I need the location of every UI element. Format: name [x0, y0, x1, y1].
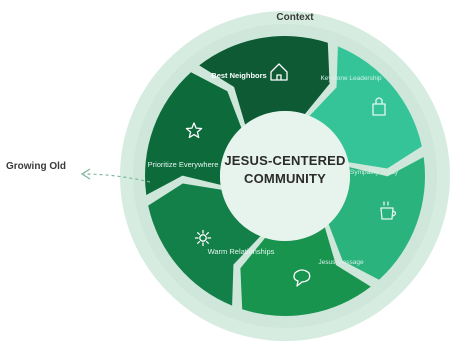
segment-label-sympathy-today: Sympathy Today — [350, 169, 398, 176]
chat-bubble-icon — [293, 269, 311, 287]
segment-label-best-neighbors: Best Neighbors — [211, 71, 267, 80]
center-circle — [220, 111, 350, 241]
home-icon — [270, 63, 288, 81]
ring-segment-keystone-leadership — [309, 46, 422, 169]
segment-label-keystone-leadership: Keystone Leadership — [320, 75, 382, 82]
segment-label-prioritize-everywhere: Prioritize Everywhere — [147, 160, 219, 169]
context-label: Context — [276, 12, 314, 23]
sun-icon — [199, 234, 207, 242]
segment-label-warm-relationships: Warm Relationships — [207, 247, 275, 256]
sun-ray — [197, 232, 201, 236]
sun-ray — [205, 240, 209, 244]
star-icon — [185, 122, 203, 139]
segment-label-jesus-message: Jesus Message — [318, 259, 364, 266]
cup-icon — [380, 201, 397, 220]
ring-segment-sympathy-today — [328, 156, 426, 280]
growing-old-label: Growing Old — [6, 161, 66, 172]
ring-segment-best-neighbors — [199, 36, 330, 125]
ring-segment-prioritize-everywhere — [145, 72, 242, 196]
growing-old-arrow — [83, 173, 151, 183]
lock-icon — [372, 97, 386, 116]
sun-ray — [205, 232, 209, 236]
growing-old-arrowhead — [80, 168, 91, 180]
ring-segment-warm-relationships — [148, 183, 261, 306]
center-title: JESUS-CENTERED COMMUNITY — [224, 153, 346, 186]
ring-segment-jesus-message — [240, 227, 371, 317]
sun-ray — [197, 240, 201, 244]
